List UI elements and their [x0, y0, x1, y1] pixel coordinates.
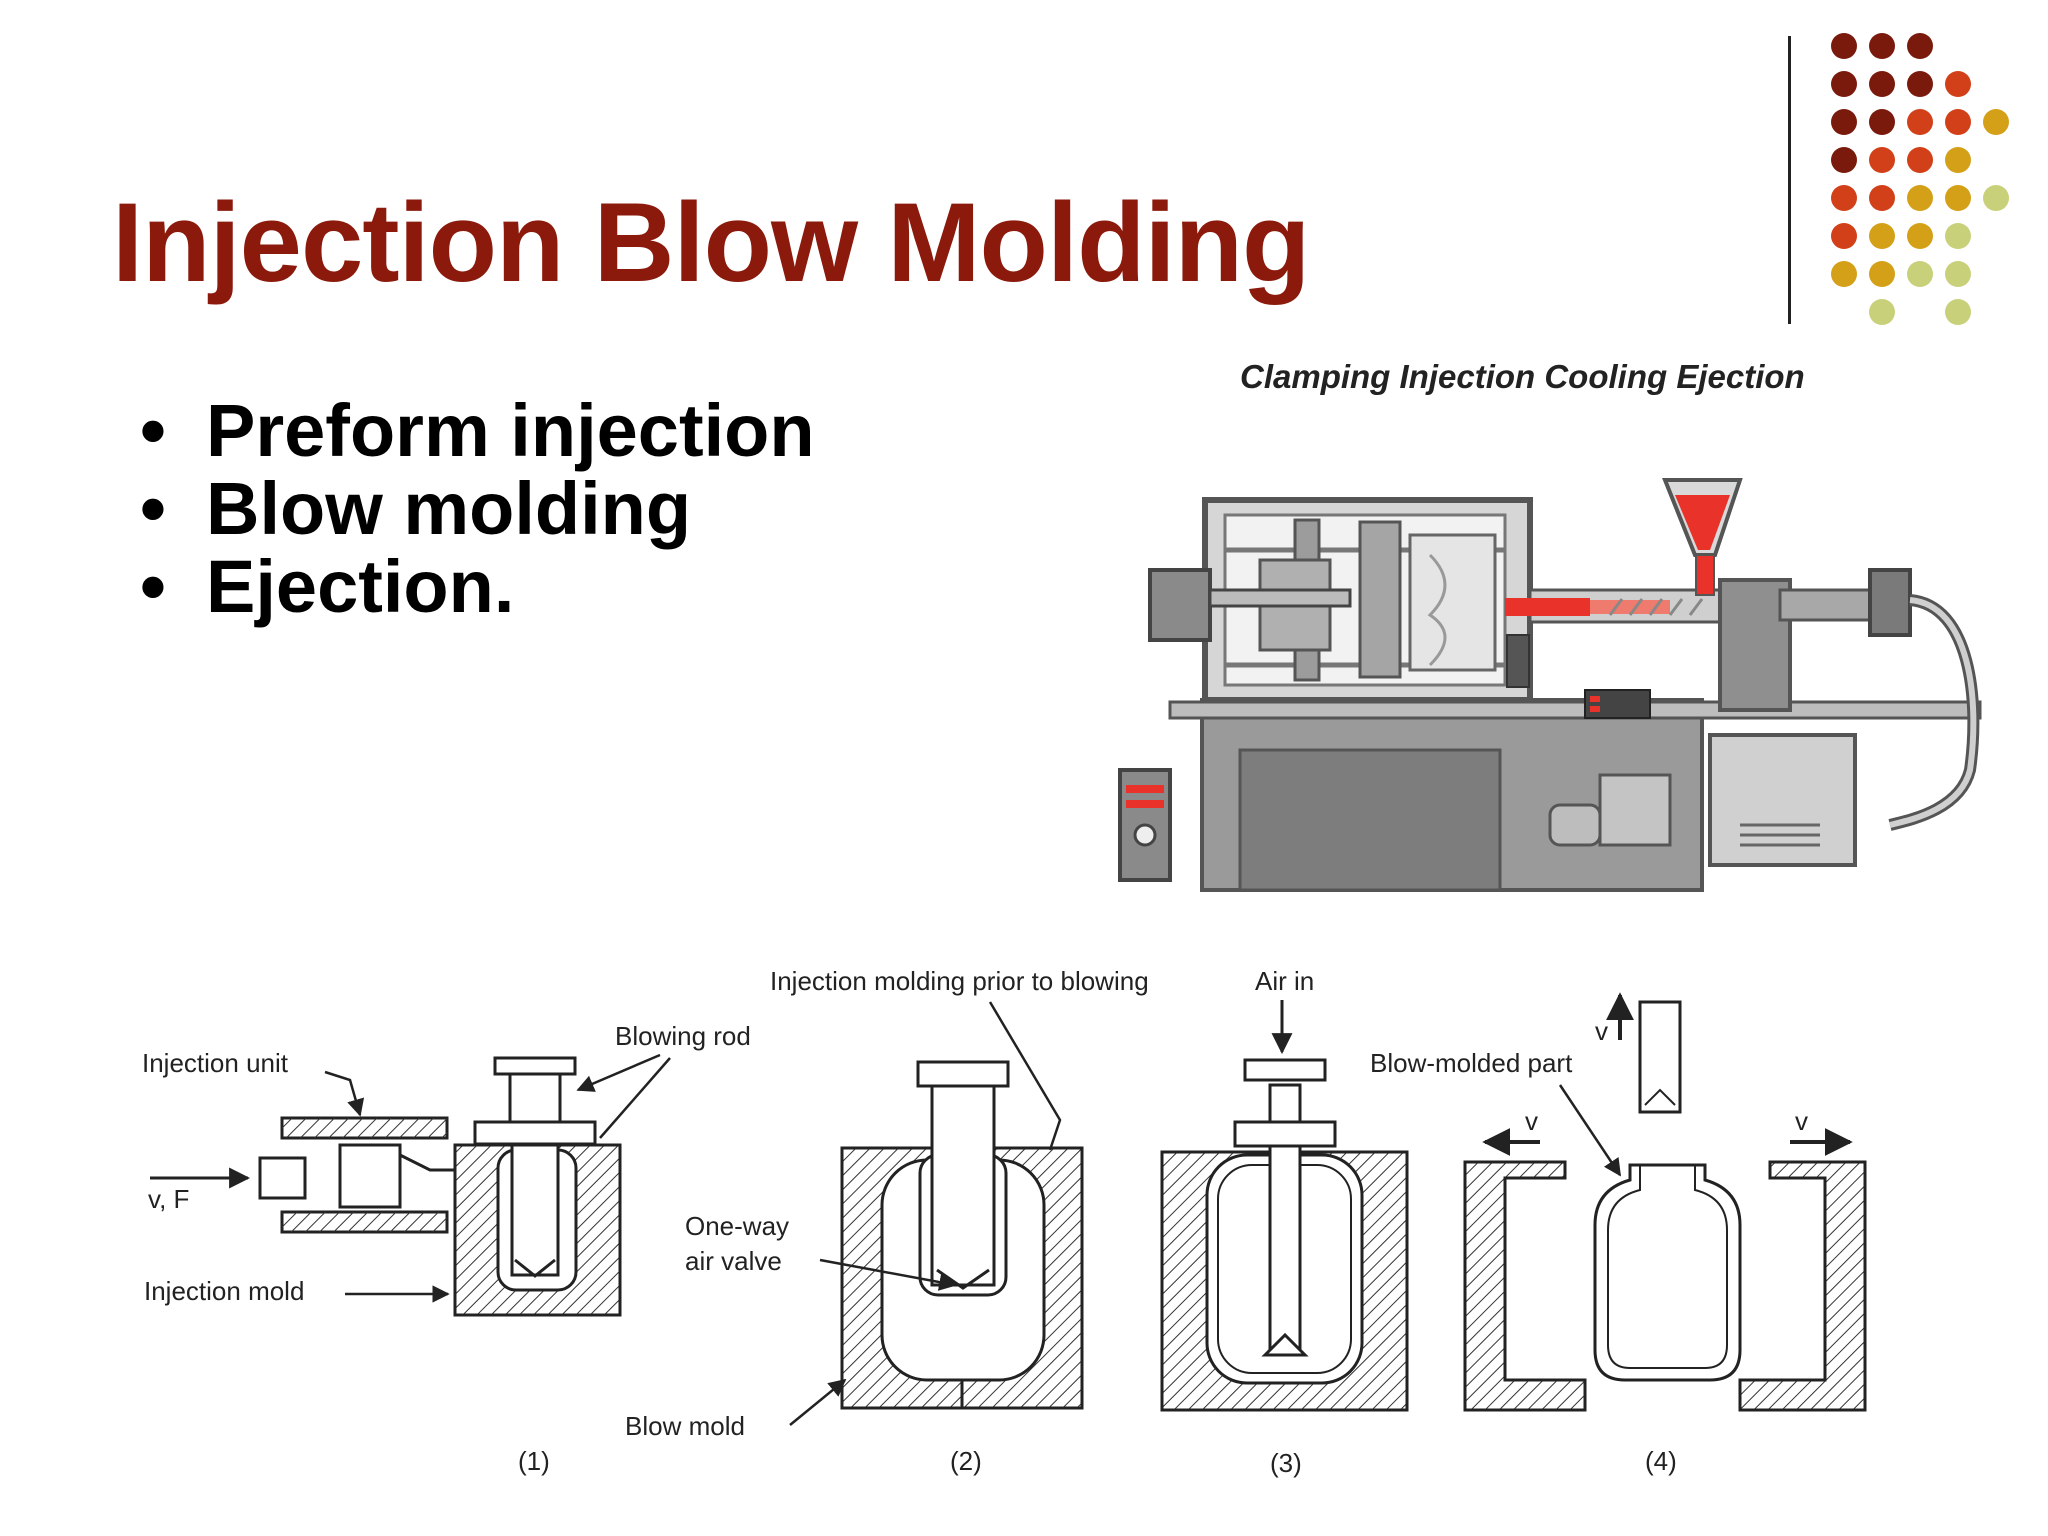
- bullet-item: • Preform injection: [130, 392, 815, 470]
- decorative-dot: [1831, 223, 1857, 249]
- label-blow-mold: Blow mold: [625, 1411, 745, 1441]
- decorative-dot: [1831, 147, 1857, 173]
- injection-machine-illustration: [1118, 478, 1982, 892]
- label-one-way: One-way: [685, 1211, 789, 1241]
- decorative-dot: [1945, 147, 1971, 173]
- slide-title: Injection Blow Molding: [112, 180, 1310, 305]
- decorative-dot: [1907, 33, 1933, 59]
- stage-4-ejection: v v v Blow-molded part (4): [1370, 992, 1867, 1476]
- decorative-dot: [1831, 109, 1857, 135]
- stage-1-preform-injection: Injection unit v, F Injection mold Blowi…: [142, 1021, 751, 1476]
- decorative-dot: [1869, 261, 1895, 287]
- decorative-dot: [1907, 261, 1933, 287]
- step-label: (2): [950, 1446, 982, 1476]
- label-v-f: v, F: [148, 1184, 189, 1214]
- decorative-dot: [1869, 185, 1895, 211]
- label-v-left: v: [1525, 1106, 1538, 1136]
- decorative-dot: [1907, 185, 1933, 211]
- decorative-dot: [1869, 147, 1895, 173]
- label-injection-mold: Injection mold: [144, 1276, 304, 1306]
- label-v-right: v: [1795, 1106, 1808, 1136]
- stage-2-blow-molding-start: Injection molding prior to blowing One-w…: [625, 966, 1149, 1476]
- label-v-up: v: [1595, 1016, 1608, 1046]
- bullet-marker: •: [140, 389, 166, 472]
- bullet-item: • Ejection.: [130, 548, 815, 626]
- decorative-dot: [1869, 223, 1895, 249]
- decorative-dot: [1945, 71, 1971, 97]
- blow-molding-process-diagram: Injection unit v, F Injection mold Blowi…: [142, 966, 1867, 1478]
- label-blowing-rod: Blowing rod: [615, 1021, 751, 1051]
- decorative-dot: [1869, 33, 1895, 59]
- decorative-dot: [1945, 299, 1971, 325]
- label-air-valve: air valve: [685, 1246, 782, 1276]
- decorative-dot: [1945, 261, 1971, 287]
- decorative-dot: [1907, 147, 1933, 173]
- step-label: (4): [1645, 1446, 1677, 1476]
- decorative-dot-grid: [1831, 33, 2009, 325]
- decorative-dot: [1869, 71, 1895, 97]
- decorative-dot: [1983, 185, 2009, 211]
- decorative-dot: [1869, 299, 1895, 325]
- decorative-dot: [1831, 71, 1857, 97]
- bullet-text: Ejection.: [206, 545, 515, 628]
- bullet-marker: •: [140, 467, 166, 550]
- decorative-dot: [1831, 261, 1857, 287]
- decorative-dot: [1831, 185, 1857, 211]
- label-air-in: Air in: [1255, 966, 1314, 996]
- bullet-item: • Blow molding: [130, 470, 815, 548]
- bullet-marker: •: [140, 545, 166, 628]
- decorative-dot: [1907, 223, 1933, 249]
- decorative-dot: [1983, 109, 2009, 135]
- bullet-text: Preform injection: [206, 389, 815, 472]
- decorative-dot: [1945, 109, 1971, 135]
- decorative-dot: [1831, 33, 1857, 59]
- decorative-dot: [1907, 109, 1933, 135]
- label-injection-unit: Injection unit: [142, 1048, 289, 1078]
- step-label: (1): [518, 1446, 550, 1476]
- bullet-list: • Preform injection • Blow molding • Ejecti…: [130, 392, 815, 626]
- label-injection-molding-prior: Injection molding prior to blowing: [770, 966, 1149, 996]
- stage-3-blowing: Air in (3): [1160, 966, 1409, 1478]
- decorative-dot: [1869, 109, 1895, 135]
- bullet-text: Blow molding: [206, 467, 692, 550]
- title-divider-line: [1788, 36, 1791, 324]
- label-blow-molded-part: Blow-molded part: [1370, 1048, 1573, 1078]
- step-label: (3): [1270, 1448, 1302, 1478]
- machine-figure-caption: Clamping Injection Cooling Ejection: [1240, 358, 1805, 395]
- decorative-dot: [1945, 185, 1971, 211]
- decorative-dot: [1907, 71, 1933, 97]
- decorative-dot: [1945, 223, 1971, 249]
